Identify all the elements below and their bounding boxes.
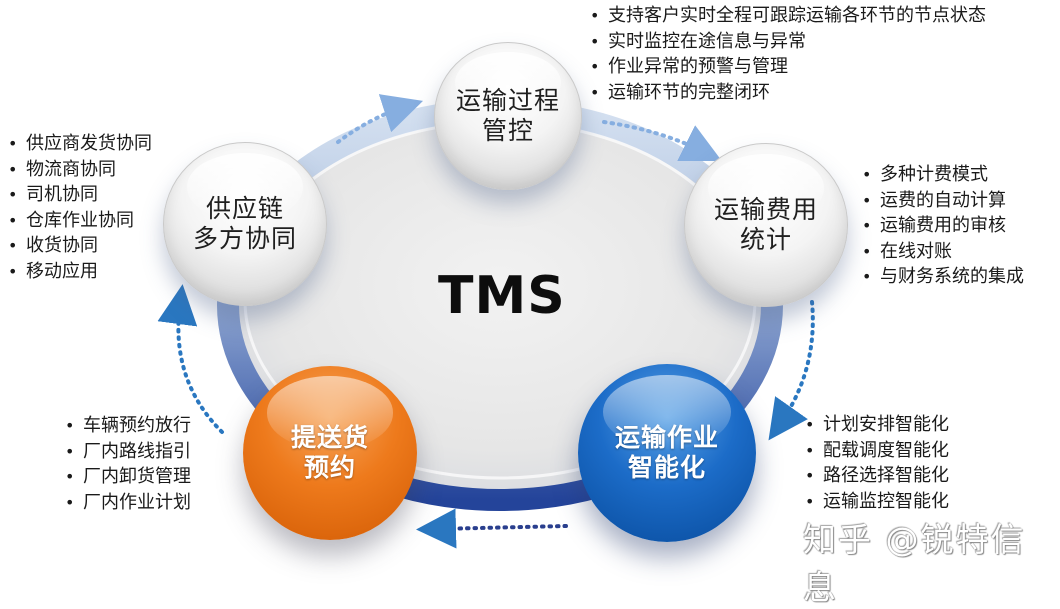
arrow-operations-to-pickup — [416, 508, 568, 549]
bullet-item: 在线对账 — [860, 239, 1024, 265]
bullet-item: 厂内作业计划 — [63, 490, 191, 516]
bullet-item: 仓库作业协同 — [6, 208, 152, 234]
bullet-item: 厂内路线指引 — [63, 439, 191, 465]
bullets-transport-process-control: 支持客户实时全程可跟踪运输各环节的节点状态 实时监控在途信息与异常 作业异常的预… — [588, 3, 986, 105]
watermark: 知乎 @锐特信息 — [803, 520, 1026, 607]
sphere-gloss — [455, 51, 561, 114]
center-title: TMS — [438, 266, 566, 326]
arrow-supply-to-process — [336, 94, 424, 144]
node-transport-cost-statistics[interactable]: 运输费用 统计 — [684, 143, 848, 307]
node-label: 运输过程 管控 — [455, 85, 560, 146]
bullet-item: 司机协同 — [6, 182, 152, 208]
bullet-item: 路径选择智能化 — [803, 463, 949, 489]
node-label: 运输作业 智能化 — [614, 422, 719, 483]
node-label: 提送货 预约 — [290, 422, 369, 483]
sphere-gloss — [707, 153, 825, 222]
bullets-intelligent-transport-operations: 计划安排智能化 配载调度智能化 路径选择智能化 运输监控智能化 — [803, 412, 949, 514]
bullet-item: 计划安排智能化 — [803, 412, 949, 438]
bullet-item: 支持客户实时全程可跟踪运输各环节的节点状态 — [588, 3, 986, 29]
bullet-item: 供应商发货协同 — [6, 131, 152, 157]
bullet-item: 车辆预约放行 — [63, 413, 191, 439]
sphere-gloss — [267, 376, 393, 450]
arrow-cost-to-operations — [768, 300, 815, 441]
bullets-supply-chain-collaboration: 供应商发货协同 物流商协同 司机协同 仓库作业协同 收货协同 移动应用 — [6, 131, 152, 284]
node-transport-process-control[interactable]: 运输过程 管控 — [434, 42, 582, 190]
node-pickup-delivery-appointment[interactable]: 提送货 预约 — [243, 366, 417, 540]
node-label: 供应链 多方协同 — [192, 193, 297, 254]
sphere-gloss — [602, 374, 732, 450]
bullet-item: 运输监控智能化 — [803, 489, 949, 515]
sphere-gloss — [186, 152, 304, 221]
node-supply-chain-collaboration[interactable]: 供应链 多方协同 — [163, 142, 327, 306]
node-intelligent-transport-operations[interactable]: 运输作业 智能化 — [578, 364, 756, 542]
bullet-item: 与财务系统的集成 — [860, 264, 1024, 290]
node-label: 运输费用 统计 — [713, 194, 818, 255]
bullet-item: 收货协同 — [6, 233, 152, 259]
bullet-item: 运输费用的审核 — [860, 213, 1024, 239]
bullet-item: 物流商协同 — [6, 157, 152, 183]
bullet-item: 移动应用 — [6, 259, 152, 285]
bullet-item: 厂内卸货管理 — [63, 464, 191, 490]
bullets-transport-cost-statistics: 多种计费模式 运费的自动计算 运输费用的审核 在线对账 与财务系统的集成 — [860, 162, 1024, 290]
bullets-pickup-delivery-appointment: 车辆预约放行 厂内路线指引 厂内卸货管理 厂内作业计划 — [63, 413, 191, 515]
bullet-item: 实时监控在途信息与异常 — [588, 29, 986, 55]
arrow-pickup-to-supply — [157, 284, 224, 434]
bullet-item: 配载调度智能化 — [803, 438, 949, 464]
tms-cycle-diagram: TMS 运输过程 管控 运输费用 统计 运输作业 智能化 提送货 预约 供应链 … — [0, 0, 1060, 576]
bullet-item: 作业异常的预警与管理 — [588, 54, 986, 80]
bullet-item: 多种计费模式 — [860, 162, 1024, 188]
bullet-item: 运输环节的完整闭环 — [588, 80, 986, 106]
bullet-item: 运费的自动计算 — [860, 188, 1024, 214]
arrow-process-to-cost — [602, 120, 722, 161]
